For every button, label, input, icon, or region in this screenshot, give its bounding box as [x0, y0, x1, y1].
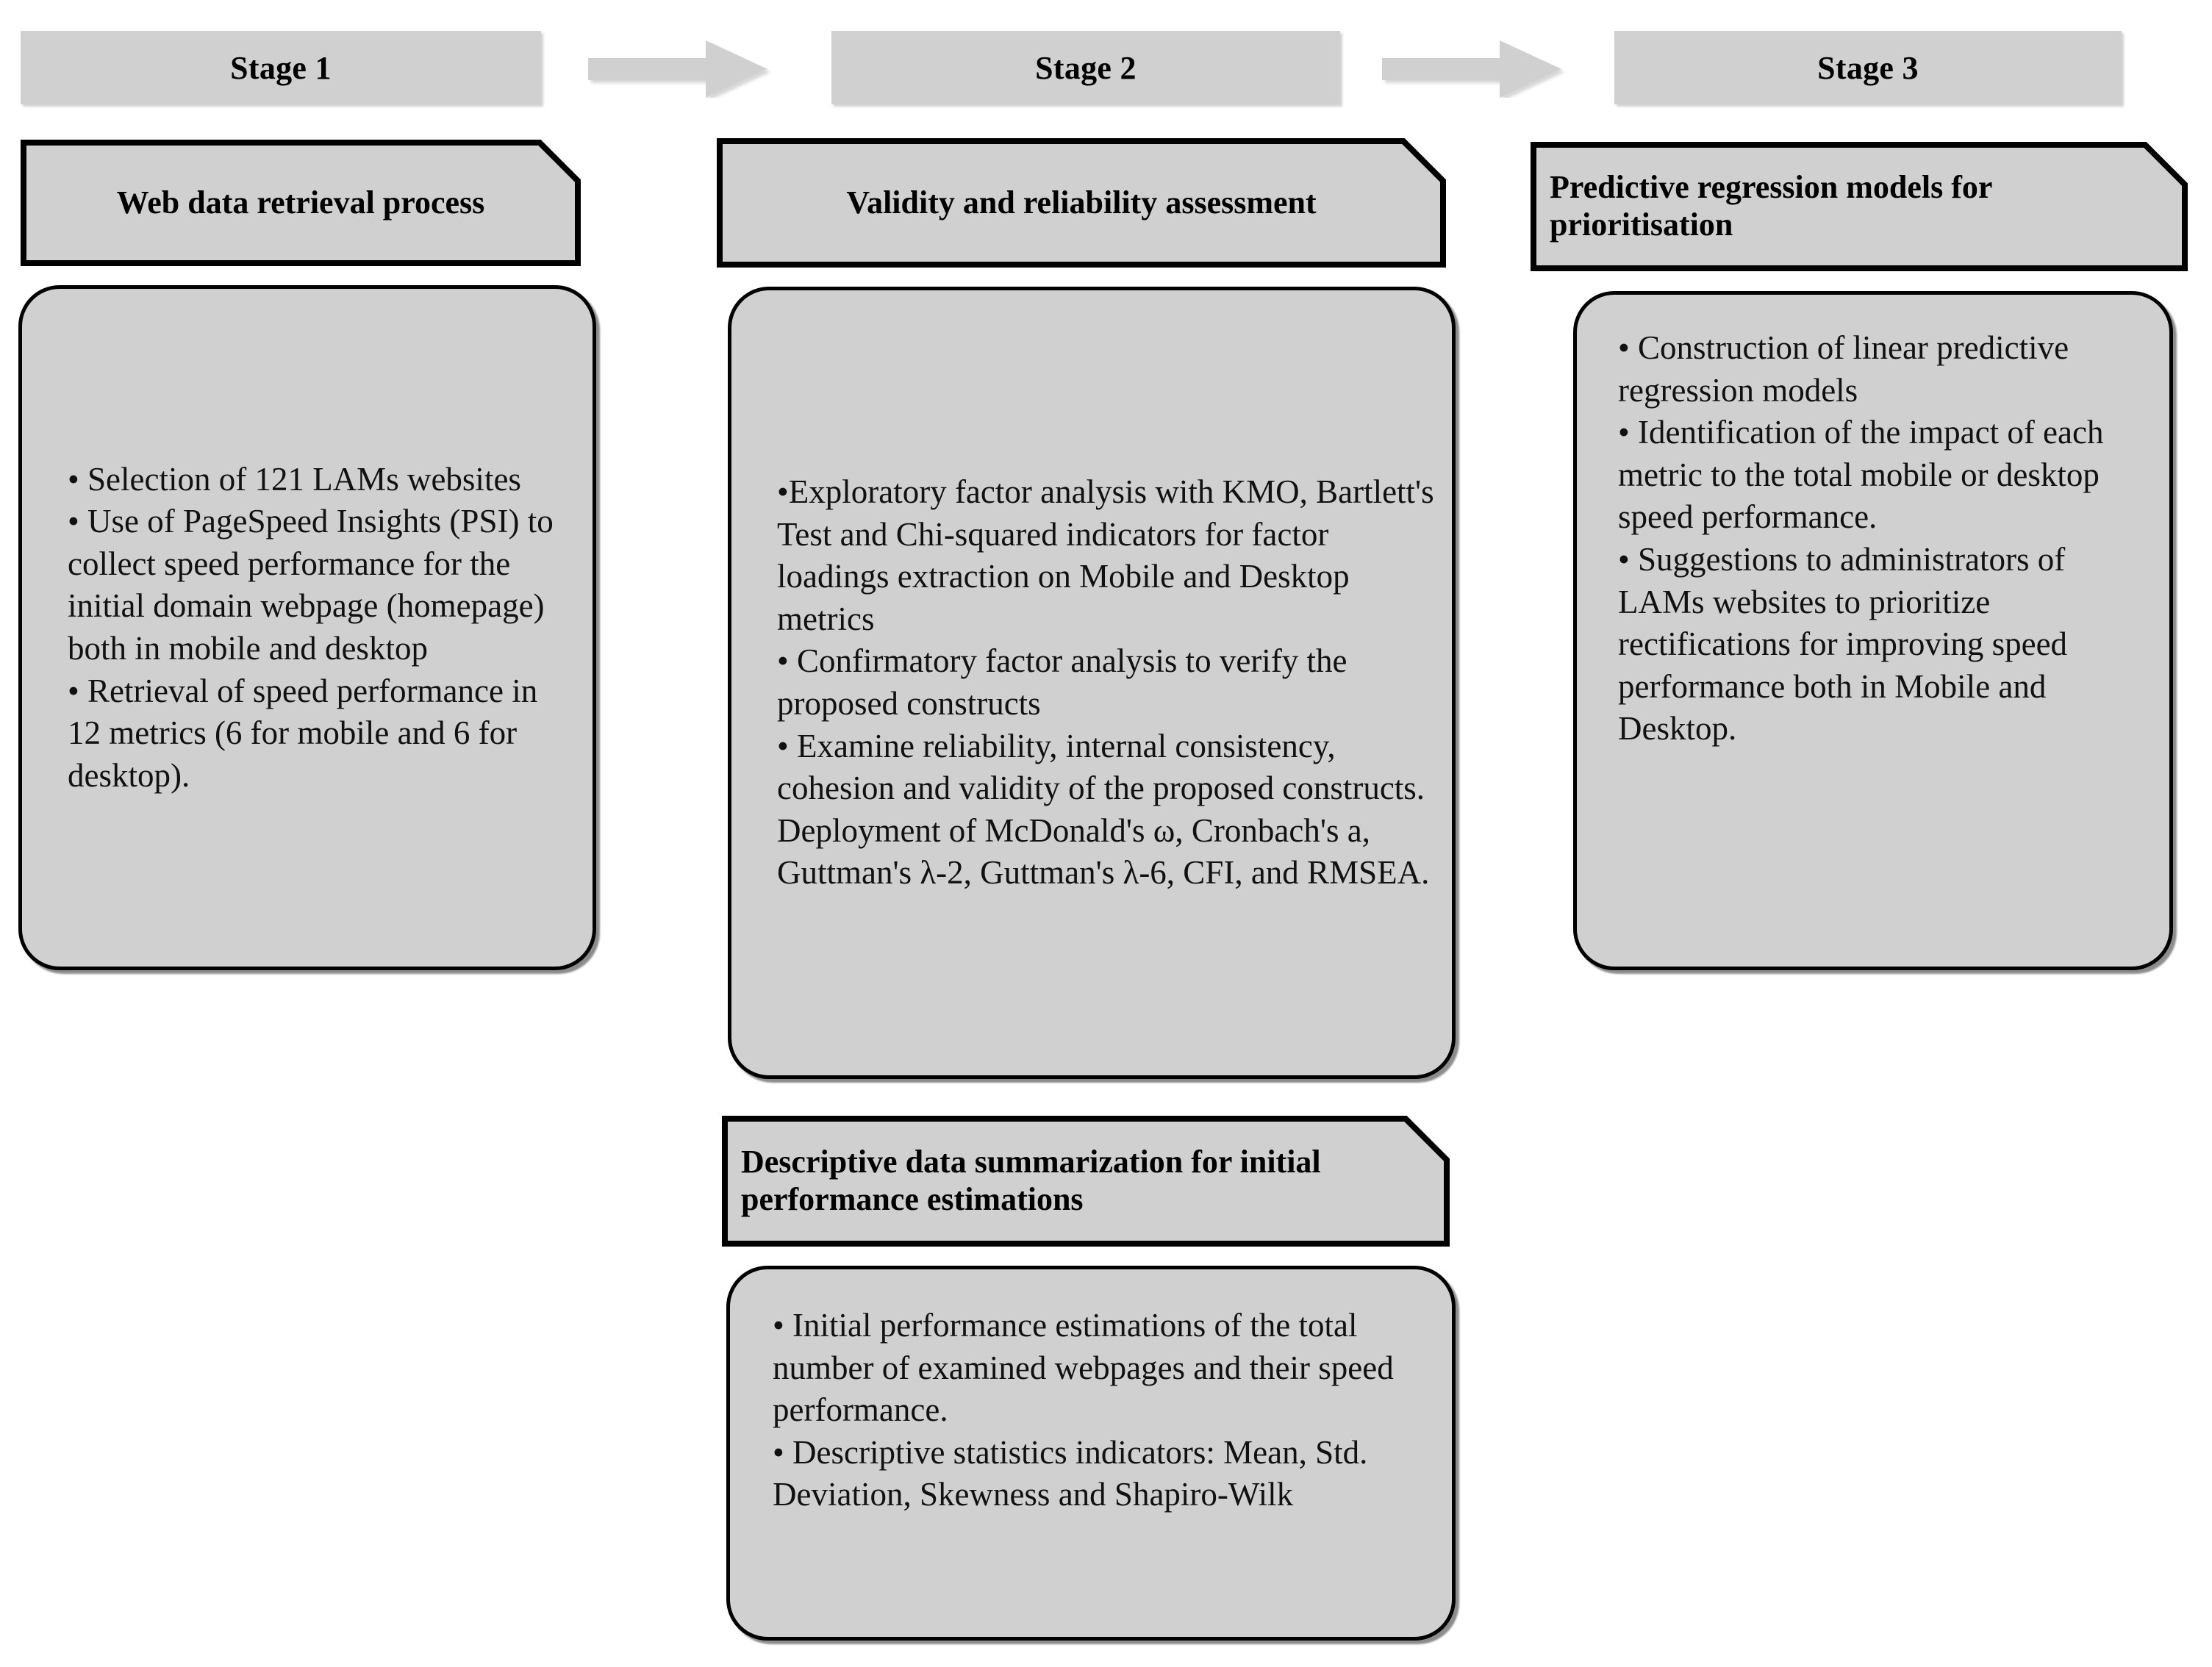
stage1-body-text: • Selection of 121 LAMs websites • Use o…	[68, 460, 554, 794]
banner-shape	[21, 140, 581, 266]
stage3-banner-label: Predictive regression models for priorit…	[1550, 169, 1992, 243]
right-arrow-icon	[588, 40, 767, 98]
stage2-top-banner: Validity and reliability assessment	[717, 138, 1446, 268]
stage1-banner-label: Web data retrieval process	[116, 184, 485, 221]
stage-header-2-label: Stage 2	[1035, 49, 1137, 86]
stage-header-3: Stage 3	[1614, 31, 2122, 104]
banner-shape	[722, 1116, 1450, 1247]
banner-shape	[717, 138, 1446, 268]
stage-header-1: Stage 1	[21, 31, 541, 104]
stage2-bottom-body-box: • Initial performance estimations of the…	[726, 1266, 1456, 1641]
stage3-body-box: • Construction of linear predictive regr…	[1573, 291, 2173, 970]
arrow-stage2-to-stage3	[1382, 40, 1566, 98]
stage2-top-body-text: •Exploratory factor analysis with KMO, B…	[777, 473, 1434, 892]
banner-shape	[1531, 142, 2188, 271]
stage1-banner: Web data retrieval process	[21, 140, 581, 266]
stage-header-1-label: Stage 1	[230, 49, 332, 86]
stage2-bottom-body-text: • Initial performance estimations of the…	[773, 1307, 1394, 1513]
arrow-stage1-to-stage2	[588, 40, 772, 98]
stage2-bottom-banner: Descriptive data summarization for initi…	[722, 1116, 1450, 1247]
stage2-top-body-box: •Exploratory factor analysis with KMO, B…	[728, 287, 1456, 1079]
stage1-body-box: • Selection of 121 LAMs websites • Use o…	[18, 285, 596, 970]
stage2-top-banner-label: Validity and reliability assessment	[846, 184, 1317, 221]
stage-header-2: Stage 2	[831, 31, 1340, 104]
right-arrow-icon	[1382, 40, 1561, 98]
stage3-body-text: • Construction of linear predictive regr…	[1618, 329, 2104, 748]
stage-header-3-label: Stage 3	[1817, 49, 1919, 86]
stage2-bottom-banner-label: Descriptive data summarization for initi…	[741, 1144, 1321, 1217]
stage3-banner: Predictive regression models for priorit…	[1531, 142, 2188, 271]
